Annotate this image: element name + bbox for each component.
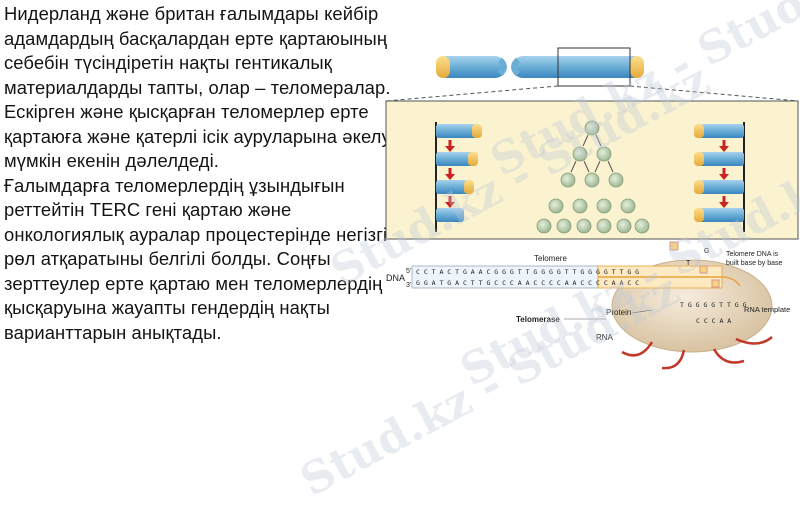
nucleotide-t: T <box>686 260 691 267</box>
article-paragraph-1: Нидерланд және британ ғалымдары кейбір а… <box>4 3 395 171</box>
right-sequence-bottom: C C C A A <box>696 317 731 325</box>
telomere-label: Telomere <box>534 254 567 263</box>
nucleotide-g: G <box>704 248 709 255</box>
cell-division-panel <box>385 100 799 240</box>
protein-label: Protein <box>606 308 631 317</box>
chromosome <box>436 47 644 87</box>
right-sequence-top: T G G G G T T G G <box>680 301 747 309</box>
zoom-line-left <box>385 85 559 102</box>
strand-end-top: 5' <box>406 268 411 275</box>
bottom-sequence: G G A T G A C T T G C C C A A C C C C A … <box>416 279 639 287</box>
strand-end-bottom: 3' <box>406 282 411 289</box>
telomerase-label: Telomerase <box>516 315 560 324</box>
rna-label: RNA <box>596 333 614 342</box>
callout-line-1: Telomere DNA is <box>726 251 779 258</box>
callout-line-2: built base by base <box>726 260 783 267</box>
rna-template-label: RNA template <box>744 305 790 314</box>
telomere-figure: DNA 5' 3' C C T A C T G A A C G G G T T … <box>385 47 799 370</box>
telomerase-diagram: DNA 5' 3' C C T A C T G A A C G G G T T … <box>386 241 790 370</box>
top-sequence: C C T A C T G A A C G G G T T G G G G T … <box>416 268 639 276</box>
zoom-line-right <box>629 85 799 102</box>
article-paragraph-2: Ғалымдарға теломерлердің ұзындығын ретте… <box>4 174 388 343</box>
dna-label: DNA <box>386 273 405 283</box>
article-text: Нидерланд және британ ғалымдары кейбір а… <box>4 2 396 345</box>
